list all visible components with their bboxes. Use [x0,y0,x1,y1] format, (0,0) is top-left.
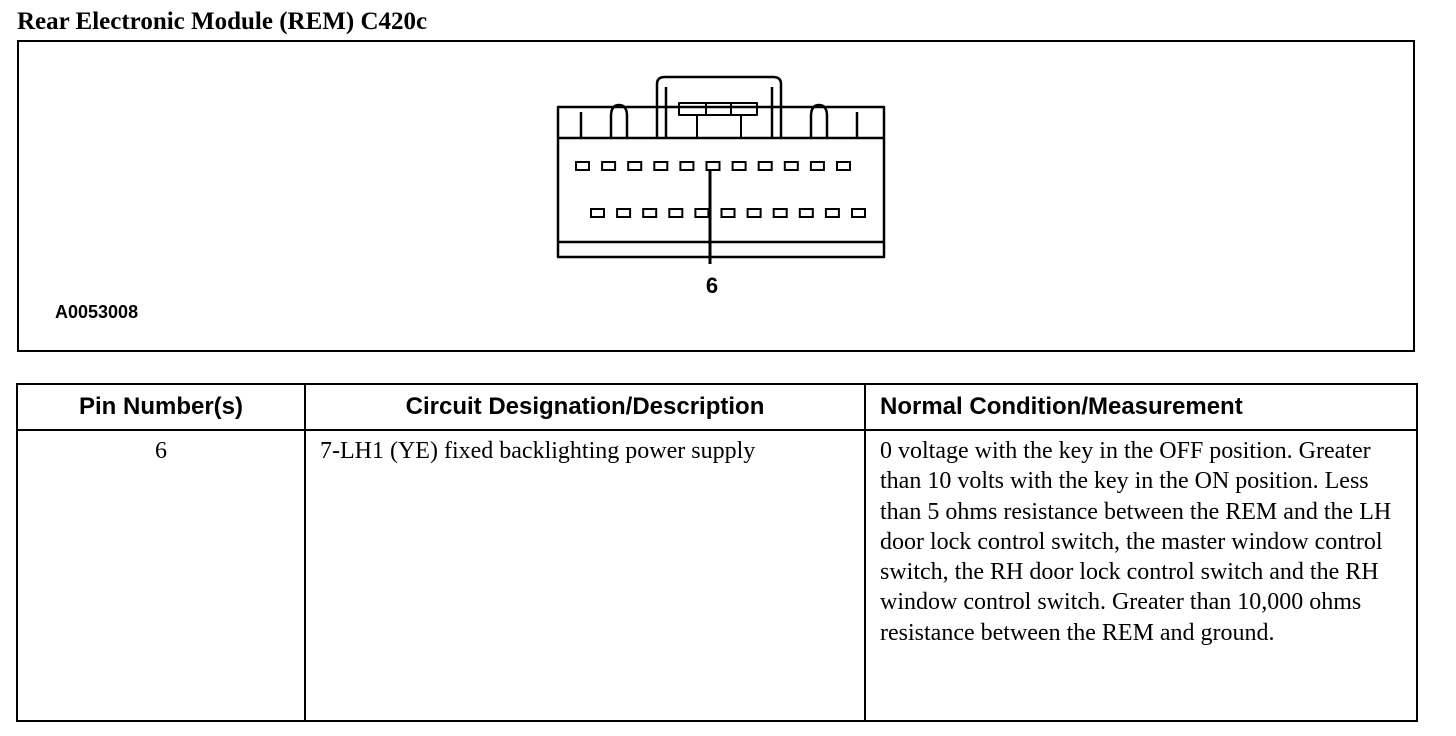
figure-id: A0053008 [55,302,139,322]
table-row: 6 7-LH1 (YE) fixed backlighting power su… [16,429,1418,722]
connector-diagram [556,75,886,264]
connector-cavity [783,161,799,171]
header-pin-numbers: Pin Number(s) [16,383,306,431]
connector-cavity [679,161,695,171]
cavity-row-bottom [590,208,866,218]
lock-tab-window [678,102,758,116]
connector-cavity [757,161,773,171]
connector-cavity [705,161,721,171]
connector-cavity [590,208,605,218]
connector-cavity [575,161,590,171]
connector-cavity [627,161,643,171]
cell-measurement: 0 voltage with the key in the OFF positi… [864,429,1418,722]
connector-cavity [798,208,814,218]
connector-cavity [851,208,866,218]
connector-cavity [824,208,840,218]
connector-cavity [731,161,747,171]
connector-cavity [668,208,684,218]
connector-cavity [694,208,710,218]
cavity-row-top [575,161,851,171]
connector-cavity [616,208,632,218]
cell-pin-number: 6 [16,429,306,722]
connector-figure: 6 A0053008 [17,40,1415,352]
document-title: Rear Electronic Module (REM) C420c [17,8,428,35]
connector-cavity [720,208,736,218]
table-header-row: Pin Number(s) Circuit Designation/Descri… [16,383,1418,431]
connector-body [556,105,886,259]
connector-cavity [601,161,617,171]
pin-callout-label: 6 [705,273,719,298]
cell-circuit-description: 7-LH1 (YE) fixed backlighting power supp… [304,429,866,722]
connector-cavity [642,208,658,218]
connector-lock-tab [655,75,783,138]
connector-cavity [809,161,825,171]
connector-cavity [836,161,851,171]
connector-cavity [653,161,669,171]
header-circuit-designation: Circuit Designation/Description [304,383,866,431]
header-normal-condition: Normal Condition/Measurement [864,383,1418,431]
connector-cavity [772,208,788,218]
connector-cavity [746,208,762,218]
pin-table: Pin Number(s) Circuit Designation/Descri… [16,383,1418,722]
